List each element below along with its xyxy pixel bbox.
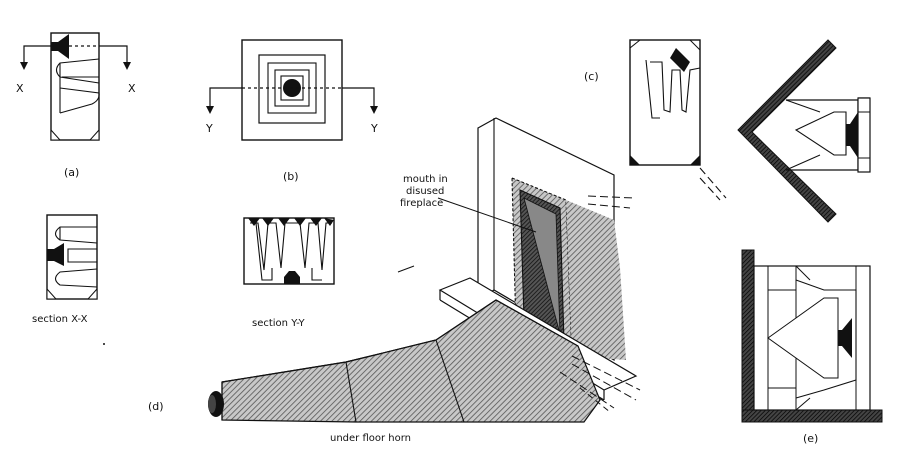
label-e: (e) <box>803 432 818 445</box>
driver-section-x <box>47 243 64 266</box>
section-arrow-left-a <box>23 45 51 64</box>
label-under-floor: under floor horn <box>330 433 411 444</box>
label-mouth-3: fireplace <box>400 198 443 209</box>
figure-b: Y Y (b) <box>205 39 378 183</box>
label-section-y: section Y-Y <box>252 318 306 329</box>
figure-c: (c) <box>584 39 727 201</box>
corner-horn-figure <box>737 39 871 223</box>
label-a: (a) <box>64 166 79 179</box>
label-section-x: section X-X <box>32 314 88 325</box>
side-wall <box>741 249 755 423</box>
driver-section-y <box>284 271 300 284</box>
label-x-left: X <box>16 82 24 95</box>
section-x-figure: section X-X <box>32 214 98 325</box>
label-mouth-1: mouth in <box>403 174 448 185</box>
corner-wall <box>737 39 837 223</box>
label-x-right: X <box>128 82 136 95</box>
section-y-figure: section Y-Y <box>243 217 335 329</box>
figure-a: X X (a) <box>16 32 136 179</box>
cabinet-c-outline <box>629 39 701 166</box>
driver-e <box>838 318 852 358</box>
floor <box>741 409 883 423</box>
label-y-left: Y <box>205 122 213 135</box>
label-b: (b) <box>283 170 299 183</box>
label-mouth-2: disused <box>406 186 444 197</box>
leader-line <box>437 197 537 233</box>
figure-d: mouth in disused fireplace (d) under flo… <box>148 117 641 444</box>
section-arrow-right-a <box>99 45 128 64</box>
label-y-right: Y <box>370 122 378 135</box>
driver-corner <box>846 112 858 158</box>
driver-a <box>51 34 69 59</box>
label-d: (d) <box>148 400 164 413</box>
label-c: (c) <box>584 70 599 83</box>
figure-e: (e) <box>741 249 883 445</box>
